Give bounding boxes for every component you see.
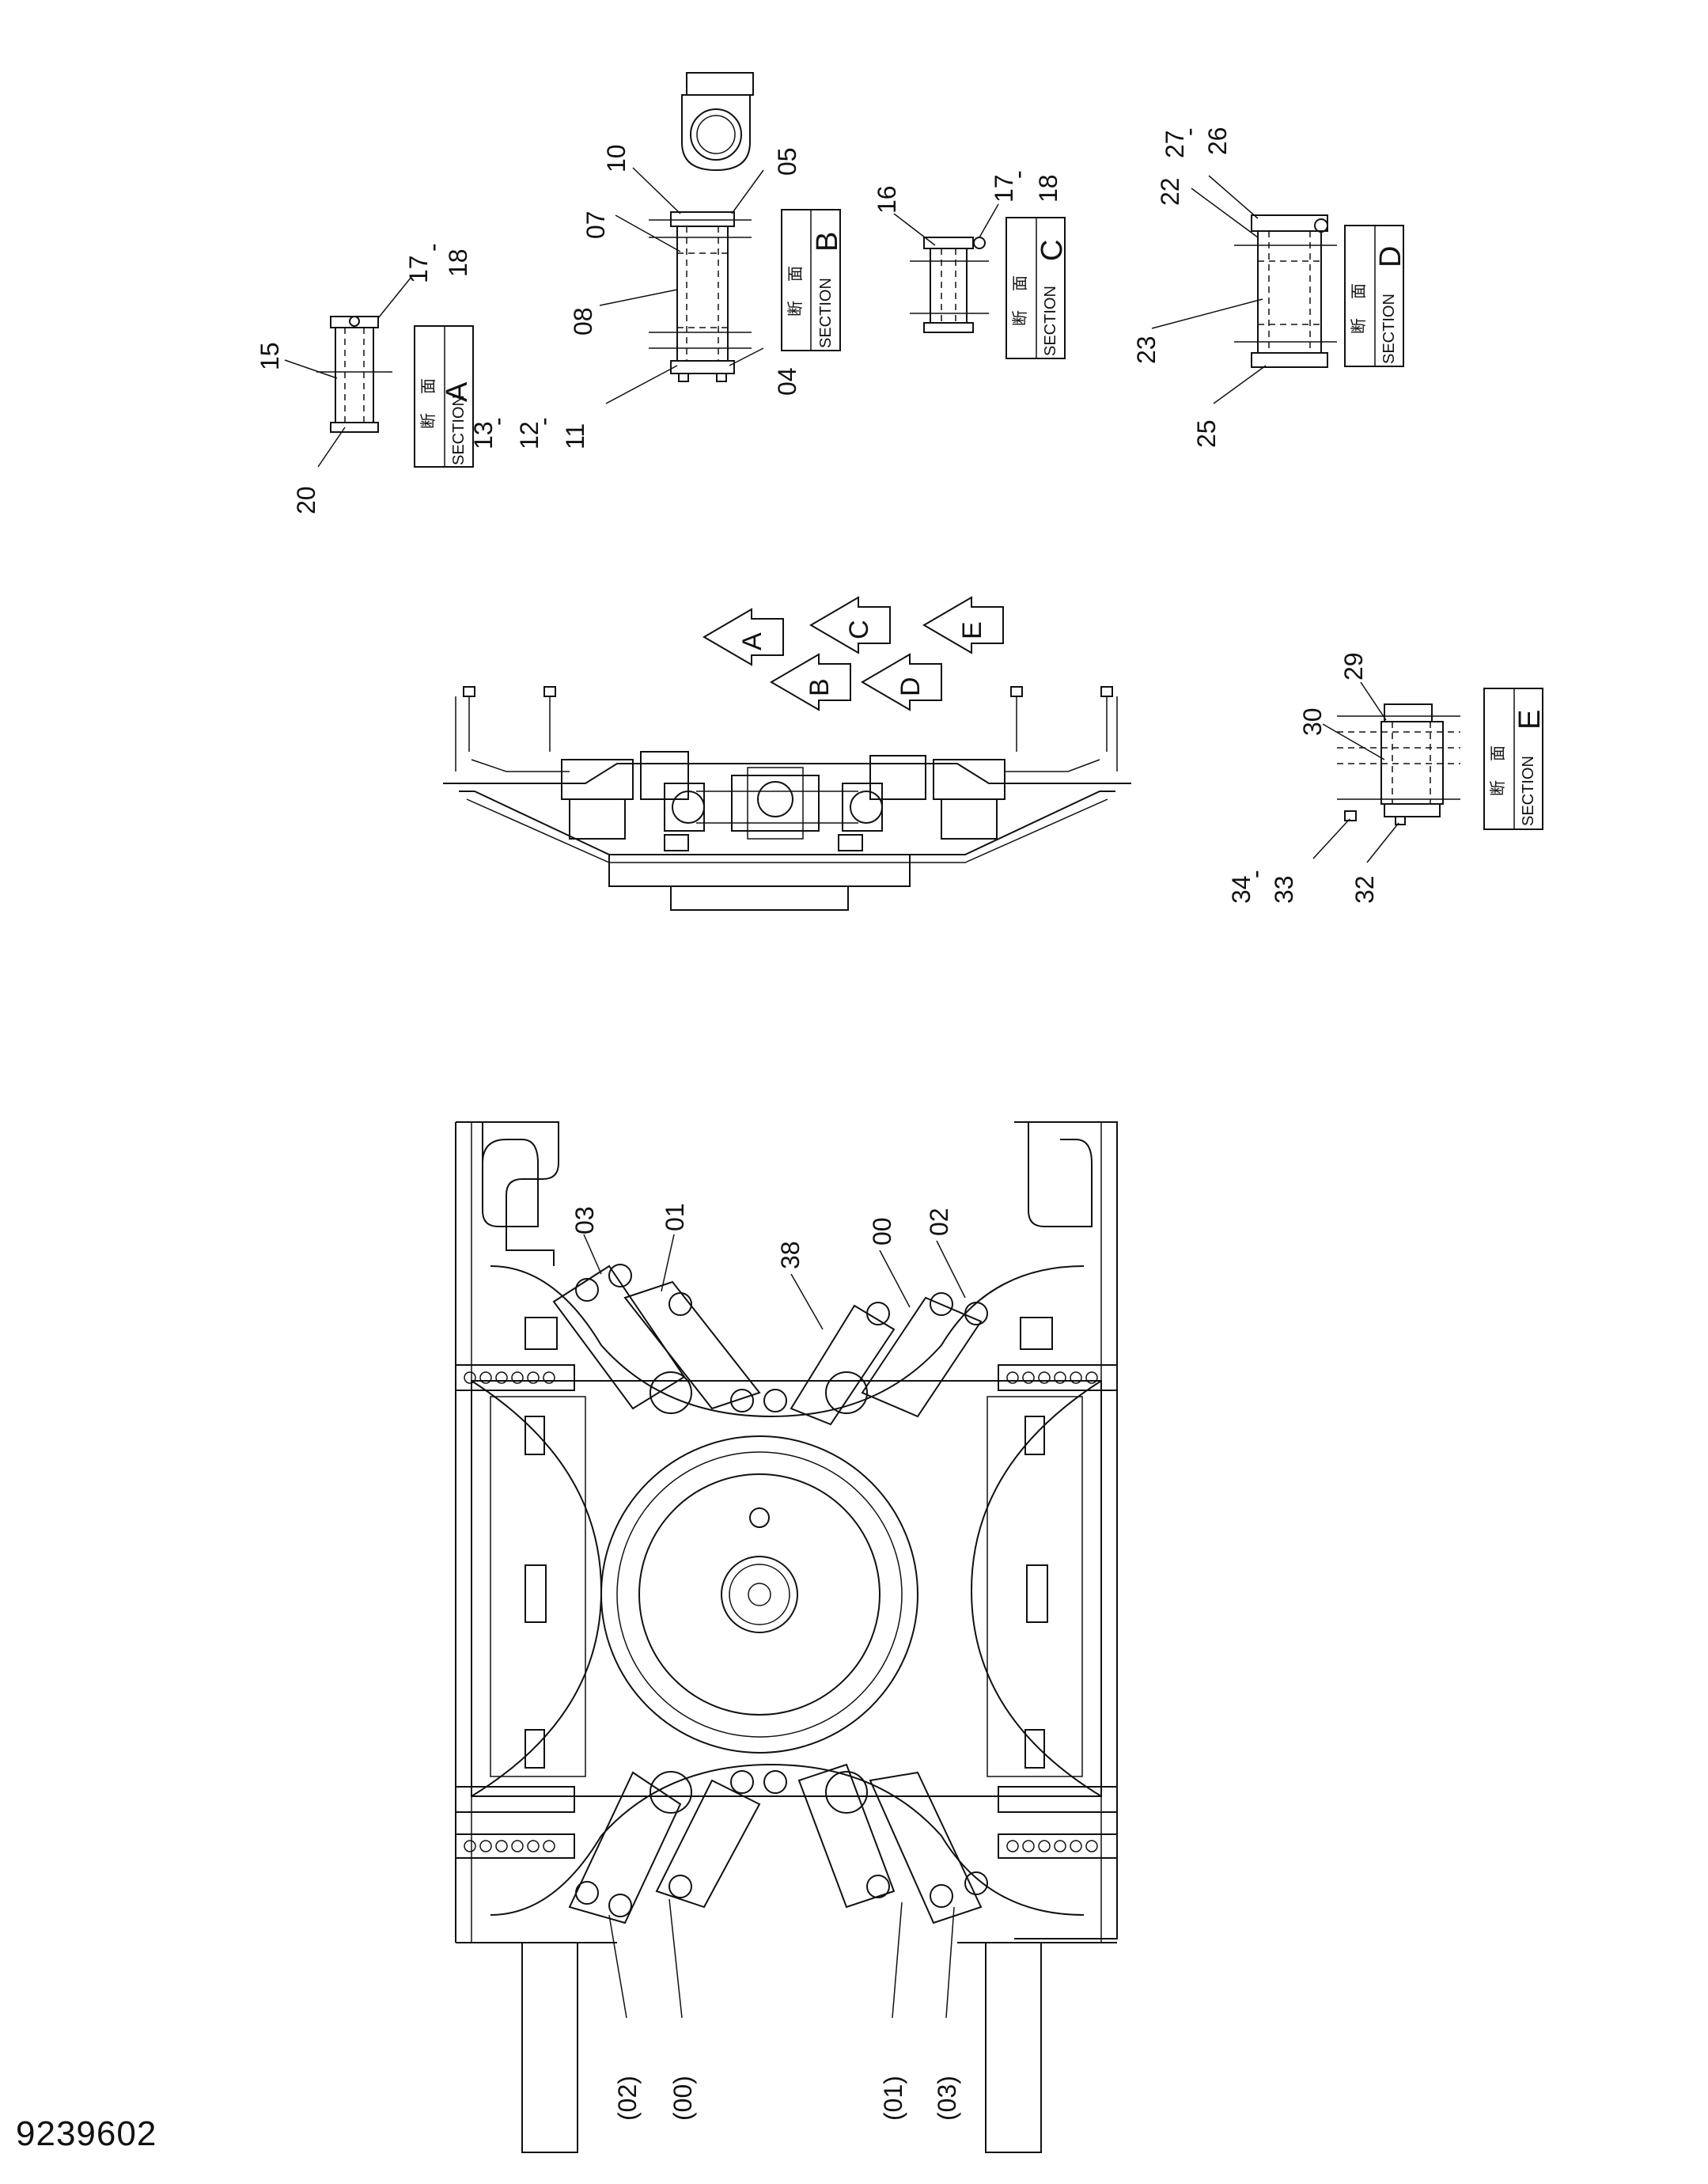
label-dash-a2: - — [483, 417, 512, 426]
label-15: 15 — [256, 342, 284, 370]
label-05: 05 — [773, 147, 801, 176]
section-a-group: A 断 面 SECTION 15 17 - — [256, 243, 589, 514]
section-d-group: D 断 面 SECTION 22 — [1132, 127, 1407, 448]
bolt-row-bottom-right — [1006, 1840, 1098, 1852]
label-34: 34 — [1227, 875, 1255, 904]
label-03-bottom: (03) — [933, 2076, 961, 2121]
label-02-bottom: (02) — [613, 2076, 642, 2121]
label-07: 07 — [581, 210, 610, 239]
label-25: 25 — [1192, 419, 1221, 448]
label-23: 23 — [1132, 336, 1161, 364]
section-b-en: SECTION — [817, 278, 835, 348]
section-b-part — [649, 211, 752, 382]
svg-text:A: A — [737, 632, 767, 650]
label-18a: 18 — [444, 248, 472, 277]
label-20: 20 — [292, 486, 320, 514]
view-arrow-a: A — [703, 608, 784, 666]
label-dash-d: - — [1175, 127, 1203, 136]
bottom-linkage — [490, 1763, 1085, 1924]
label-26: 26 — [1203, 127, 1232, 155]
section-b-box: B 断 面 SECTION — [781, 209, 844, 351]
label-13: 13 — [469, 421, 498, 449]
section-a-jp1: 断 — [419, 413, 437, 429]
label-02-top: 02 — [925, 1208, 953, 1236]
label-18c: 18 — [1034, 174, 1062, 203]
view-arrows: A C E B D — [703, 596, 1004, 711]
section-d-jp1: 断 — [1350, 318, 1368, 334]
section-d-part — [1234, 214, 1337, 368]
label-01-bottom: (01) — [879, 2076, 907, 2121]
section-a-box: A 断 面 SECTION — [414, 325, 474, 468]
section-b-jp1: 断 — [786, 301, 805, 317]
section-d-box: D 断 面 SECTION — [1344, 225, 1407, 367]
section-a-letter: A — [441, 381, 474, 402]
section-a-part — [316, 316, 392, 433]
top-linkage — [490, 1264, 1085, 1426]
view-arrow-b: B — [770, 653, 851, 711]
section-c-box: C 断 面 SECTION — [1005, 217, 1069, 359]
bolt-row-top-right — [1006, 1371, 1098, 1384]
bolt-row-top-left — [464, 1371, 555, 1384]
label-11a: 11 — [561, 423, 589, 449]
label-01-top: 01 — [661, 1203, 689, 1231]
section-d-letter: D — [1374, 246, 1407, 267]
label-29: 29 — [1339, 652, 1368, 681]
svg-text:E: E — [957, 621, 987, 639]
section-b-letter: B — [811, 232, 844, 252]
section-e-box: E 断 面 SECTION — [1483, 688, 1547, 830]
label-12: 12 — [515, 421, 543, 449]
view-arrow-e: E — [922, 596, 1004, 654]
label-03-top: 03 — [570, 1206, 599, 1234]
label-00-bottom: (00) — [668, 2076, 697, 2121]
section-c-jp1: 断 — [1011, 310, 1029, 326]
section-e-letter: E — [1513, 710, 1547, 730]
document-number: 9239602 — [16, 2114, 157, 2153]
label-17c: 17 — [990, 174, 1018, 203]
section-b-group: B 断 面 SECTION — [569, 72, 844, 404]
section-c-letter: C — [1036, 240, 1069, 261]
turntable — [600, 1435, 918, 1754]
label-16: 16 — [873, 185, 901, 214]
section-e-jp2: 面 — [1490, 745, 1507, 761]
svg-text:C: C — [844, 620, 874, 639]
label-27: 27 — [1161, 130, 1189, 158]
label-dash-a: - — [418, 243, 447, 252]
section-c-jp2: 面 — [1012, 275, 1029, 291]
label-dash-e: - — [1241, 870, 1270, 878]
main-plan-view: 03 01 38 00 02 (02) (00) (01) (03) — [455, 1121, 1118, 2153]
section-e-jp1: 断 — [1489, 780, 1507, 796]
label-dash-a3: - — [529, 417, 558, 426]
label-dash-c: - — [1004, 170, 1032, 179]
section-a-en: SECTION — [450, 395, 468, 465]
section-e-group: E 断 面 SECTION — [1227, 652, 1547, 904]
section-a-jp2: 面 — [420, 378, 437, 394]
label-38: 38 — [776, 1241, 805, 1269]
section-c-en: SECTION — [1042, 286, 1059, 356]
label-17a: 17 — [404, 255, 433, 283]
svg-text:B: B — [805, 678, 835, 696]
view-arrow-c: C — [809, 596, 891, 654]
label-10: 10 — [602, 144, 631, 173]
label-04: 04 — [773, 367, 801, 396]
section-c-part — [910, 237, 989, 333]
svg-text:D: D — [896, 677, 926, 696]
label-00-top: 00 — [868, 1217, 896, 1246]
section-b-jp2: 面 — [787, 266, 805, 282]
label-30: 30 — [1298, 707, 1327, 736]
section-d-en: SECTION — [1380, 294, 1398, 364]
bolt-row-bottom-left — [464, 1840, 555, 1852]
label-08: 08 — [569, 307, 597, 336]
label-22: 22 — [1156, 177, 1184, 206]
section-d-jp2: 面 — [1350, 283, 1368, 299]
front-elevation — [443, 686, 1131, 911]
view-arrow-d: D — [861, 653, 942, 711]
section-b-eye-detail — [681, 72, 754, 172]
label-33: 33 — [1270, 875, 1298, 904]
label-32: 32 — [1350, 875, 1379, 904]
section-e-en: SECTION — [1520, 756, 1537, 826]
section-c-group: C 断 面 SECTION 16 17 - 18 — [873, 170, 1069, 359]
section-e-part — [1337, 703, 1460, 825]
